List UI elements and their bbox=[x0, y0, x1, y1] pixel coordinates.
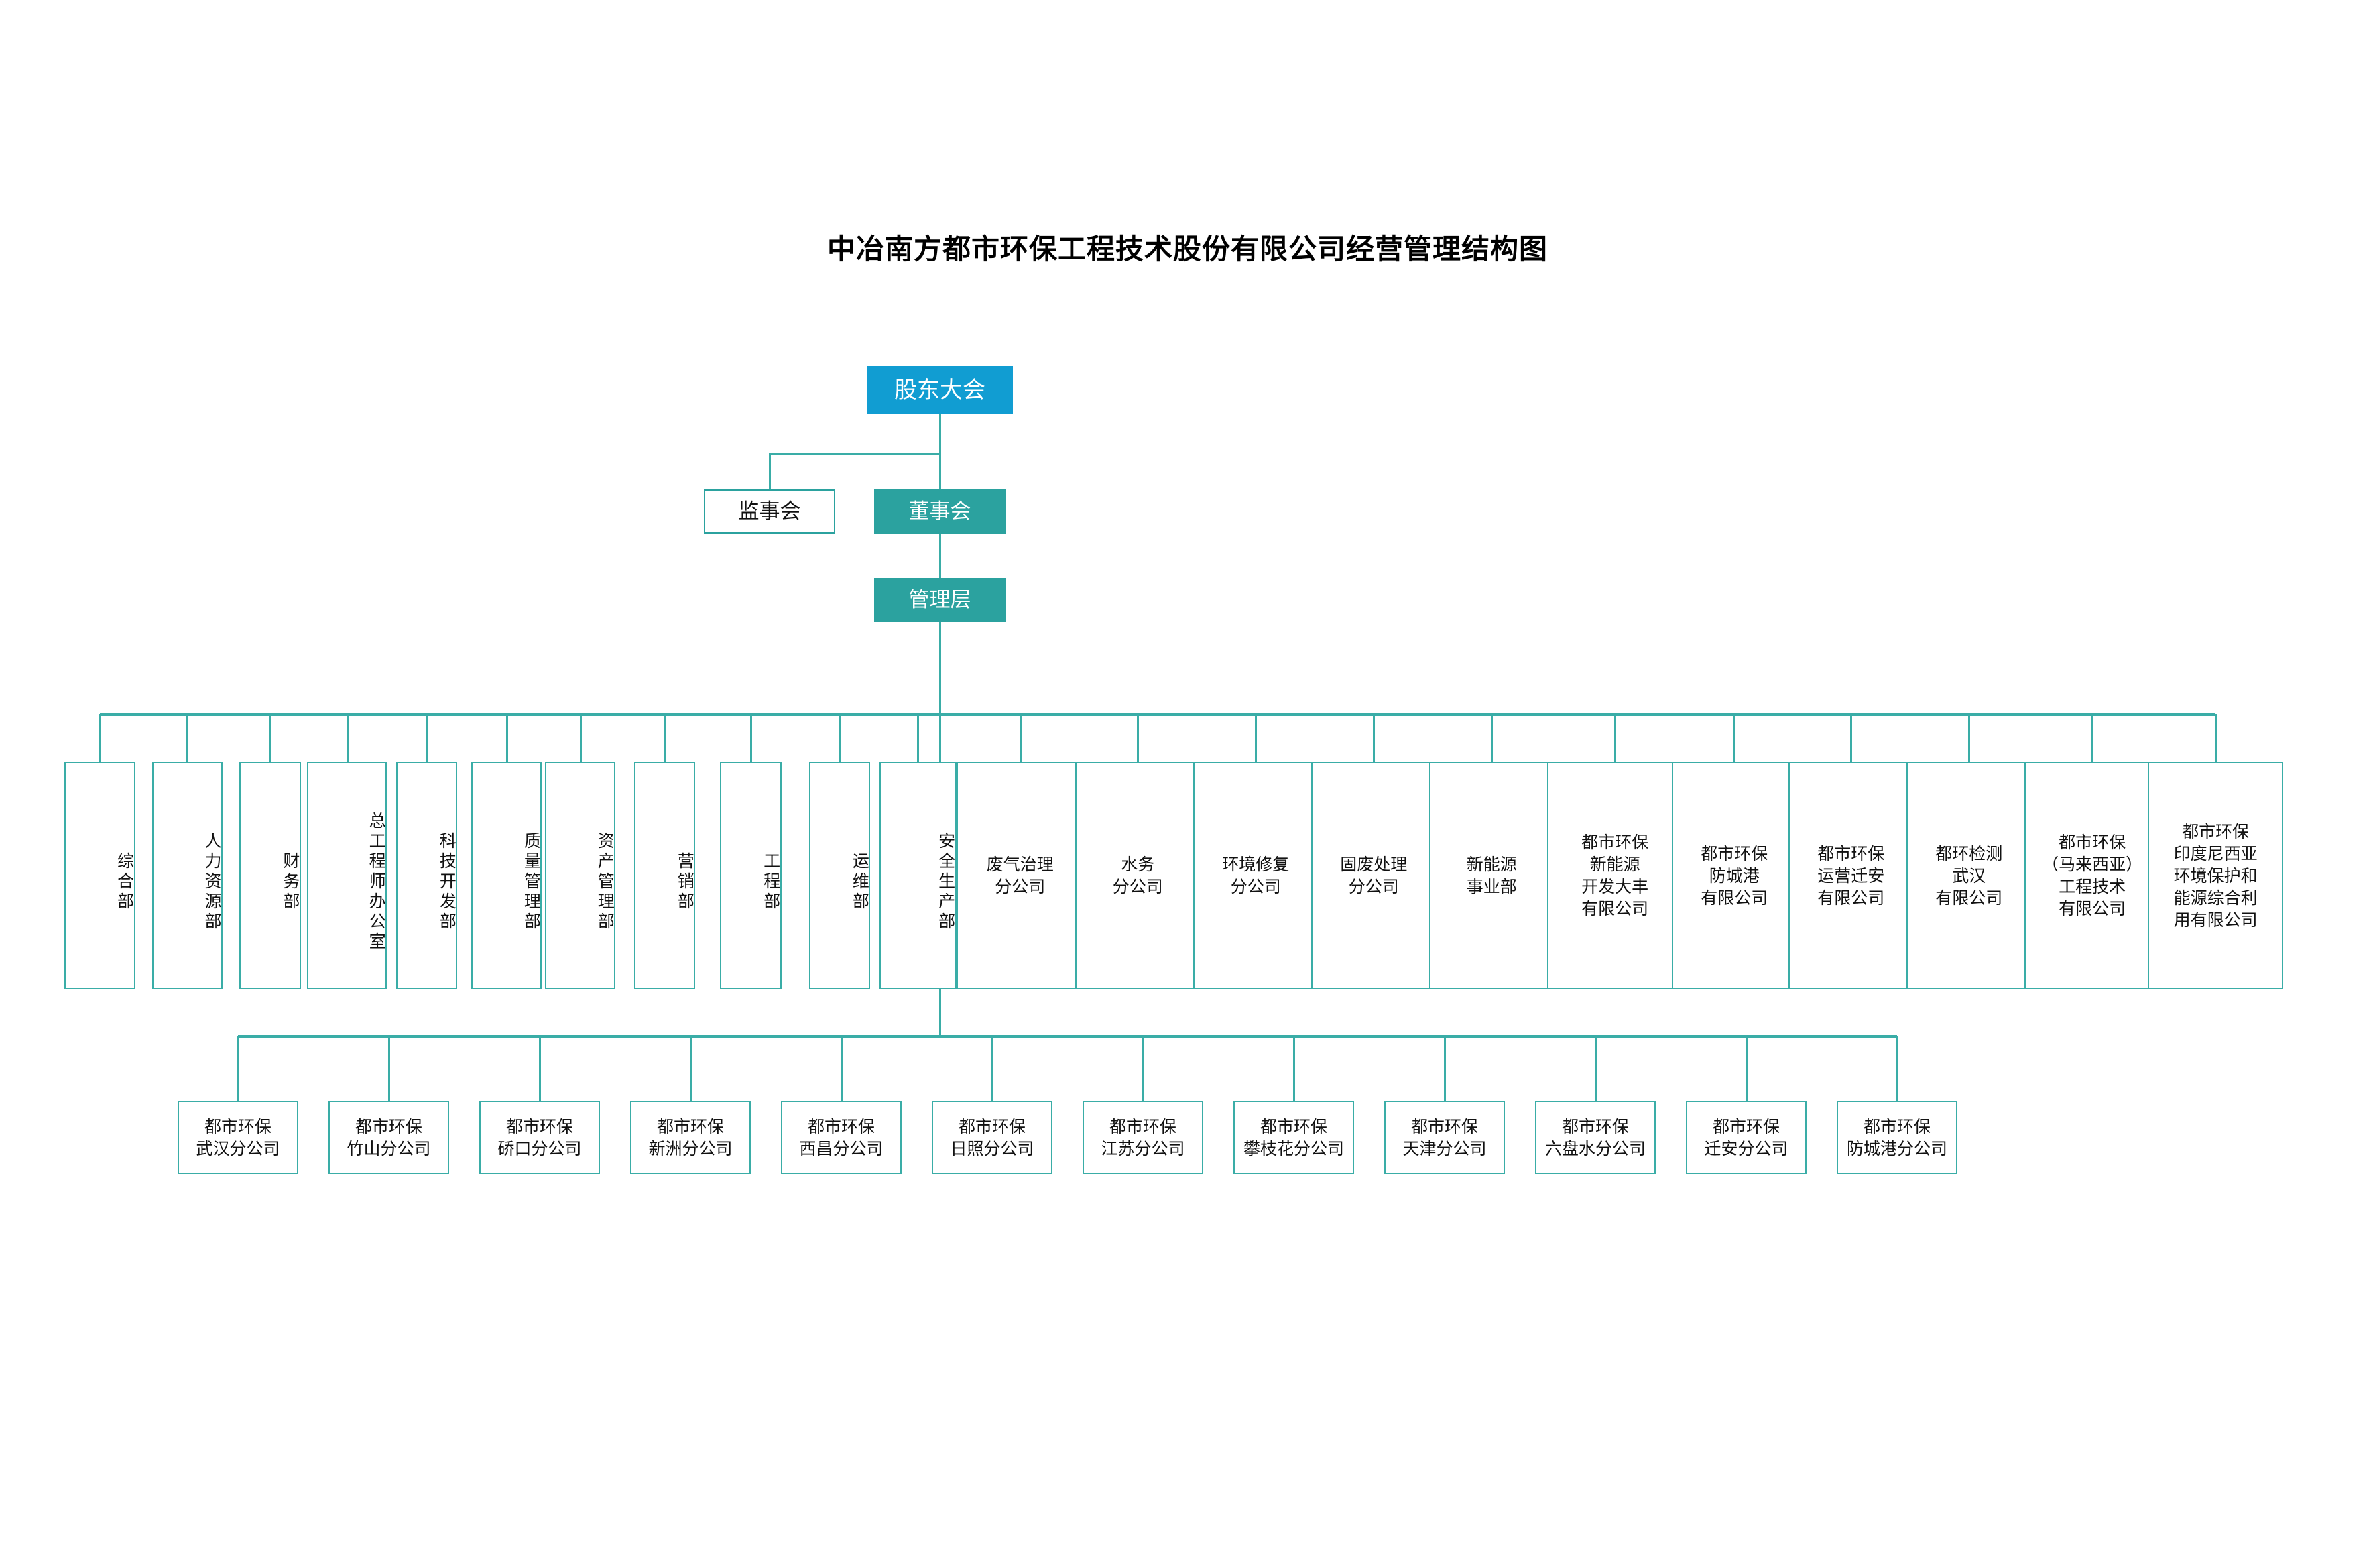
node-department[interactable]: 都市环保 （马来西亚） 工程技术 有限公司 bbox=[2024, 762, 2160, 989]
connector-drop-branch bbox=[539, 1036, 541, 1101]
connector-drop-branch bbox=[1444, 1036, 1446, 1101]
connector-drop-department bbox=[1137, 714, 1140, 762]
connector-drop-department bbox=[99, 714, 101, 762]
connector-drop-branch bbox=[841, 1036, 843, 1101]
node-branch-company[interactable]: 都市环保 新洲分公司 bbox=[630, 1101, 751, 1174]
connector-drop-supervisors bbox=[769, 453, 771, 489]
connector-drop-branch bbox=[1142, 1036, 1144, 1101]
node-department[interactable]: 财务部 bbox=[239, 762, 301, 989]
connector-drop-department bbox=[269, 714, 272, 762]
connector-drop-department bbox=[346, 714, 349, 762]
node-board-of-supervisors[interactable]: 监事会 bbox=[704, 489, 835, 534]
node-branch-company[interactable]: 都市环保 日照分公司 bbox=[932, 1101, 1052, 1174]
node-department[interactable]: 安全生产部 bbox=[879, 762, 957, 989]
connector-drop-branch bbox=[388, 1036, 390, 1101]
connector-drop-branch bbox=[1746, 1036, 1748, 1101]
connector-drop-branch bbox=[991, 1036, 993, 1101]
connector-drop-department bbox=[186, 714, 189, 762]
node-department[interactable]: 废气治理 分公司 bbox=[957, 762, 1084, 989]
node-branch-company[interactable]: 都市环保 西昌分公司 bbox=[781, 1101, 902, 1174]
node-department[interactable]: 总工程师办公室 bbox=[307, 762, 387, 989]
node-branch-company[interactable]: 都市环保 竹山分公司 bbox=[328, 1101, 449, 1174]
node-department[interactable]: 都环检测 武汉 有限公司 bbox=[1906, 762, 2032, 989]
connector-drop-department bbox=[1255, 714, 1258, 762]
node-shareholders-meeting[interactable]: 股东大会 bbox=[867, 366, 1013, 414]
connector-drop-branch bbox=[237, 1036, 239, 1101]
node-branch-company[interactable]: 都市环保 硚口分公司 bbox=[479, 1101, 600, 1174]
connector-drop-department bbox=[2215, 714, 2217, 762]
node-department[interactable]: 环境修复 分公司 bbox=[1193, 762, 1319, 989]
connector-drop-department bbox=[426, 714, 428, 762]
node-department[interactable]: 固废处理 分公司 bbox=[1311, 762, 1437, 989]
page-title: 中冶南方都市环保工程技术股份有限公司经营管理结构图 bbox=[827, 233, 1548, 265]
node-department[interactable]: 水务 分公司 bbox=[1075, 762, 1201, 989]
node-department[interactable]: 人力资源部 bbox=[151, 762, 223, 989]
node-management-layer[interactable]: 管理层 bbox=[874, 578, 1006, 622]
node-branch-company[interactable]: 都市环保 武汉分公司 bbox=[178, 1101, 298, 1174]
connector-drop-department bbox=[1968, 714, 1971, 762]
connector-drop-department bbox=[664, 714, 666, 762]
node-department[interactable]: 营销部 bbox=[633, 762, 696, 989]
connector-drop-department bbox=[1850, 714, 1853, 762]
node-department[interactable]: 科技开发部 bbox=[395, 762, 458, 989]
node-department[interactable]: 都市环保 印度尼西亚 环境保护和 能源综合利 用有限公司 bbox=[2148, 762, 2284, 989]
connector-drop-department bbox=[839, 714, 841, 762]
node-department[interactable]: 都市环保 运营迁安 有限公司 bbox=[1788, 762, 1914, 989]
node-branch-company[interactable]: 都市环保 迁安分公司 bbox=[1686, 1101, 1807, 1174]
node-department[interactable]: 资产管理部 bbox=[544, 762, 616, 989]
node-branch-company[interactable]: 都市环保 防城港分公司 bbox=[1837, 1101, 1957, 1174]
connector-drop-branch bbox=[690, 1036, 692, 1101]
connector-drop-branch bbox=[1896, 1036, 1898, 1101]
connector-drop-department bbox=[579, 714, 582, 762]
branch-bus-line bbox=[238, 1035, 1897, 1038]
connector-drop-department bbox=[1373, 714, 1376, 762]
connector-shareholders-to-supervisors bbox=[770, 453, 940, 455]
node-branch-company[interactable]: 都市环保 攀枝花分公司 bbox=[1233, 1101, 1354, 1174]
connector-drop-department bbox=[505, 714, 508, 762]
node-department[interactable]: 都市环保 防城港 有限公司 bbox=[1672, 762, 1797, 989]
node-branch-company[interactable]: 都市环保 江苏分公司 bbox=[1083, 1101, 1203, 1174]
node-department[interactable]: 工程部 bbox=[720, 762, 782, 989]
connector-drop-department bbox=[1733, 714, 1736, 762]
node-department[interactable]: 质量管理部 bbox=[471, 762, 542, 989]
connector-board-to-management bbox=[939, 534, 941, 578]
node-department[interactable]: 运维部 bbox=[808, 762, 871, 989]
node-branch-company[interactable]: 都市环保 天津分公司 bbox=[1384, 1101, 1505, 1174]
connector-drop-department bbox=[1614, 714, 1617, 762]
node-board-of-directors[interactable]: 董事会 bbox=[874, 489, 1006, 534]
node-department[interactable]: 综合部 bbox=[64, 762, 135, 989]
node-branch-company[interactable]: 都市环保 六盘水分公司 bbox=[1535, 1101, 1656, 1174]
connector-drop-department bbox=[749, 714, 752, 762]
connector-shareholders-to-board bbox=[939, 414, 941, 489]
connector-drop-department bbox=[2091, 714, 2094, 762]
node-department[interactable]: 新能源 事业部 bbox=[1429, 762, 1555, 989]
department-bus-line bbox=[99, 713, 2216, 716]
connector-drop-branch bbox=[1595, 1036, 1597, 1101]
connector-drop-department bbox=[1019, 714, 1022, 762]
connector-drop-department bbox=[1491, 714, 1494, 762]
connector-drop-department bbox=[917, 714, 920, 762]
node-department[interactable]: 都市环保 新能源 开发大丰 有限公司 bbox=[1547, 762, 1683, 989]
connector-drop-branch bbox=[1293, 1036, 1295, 1101]
